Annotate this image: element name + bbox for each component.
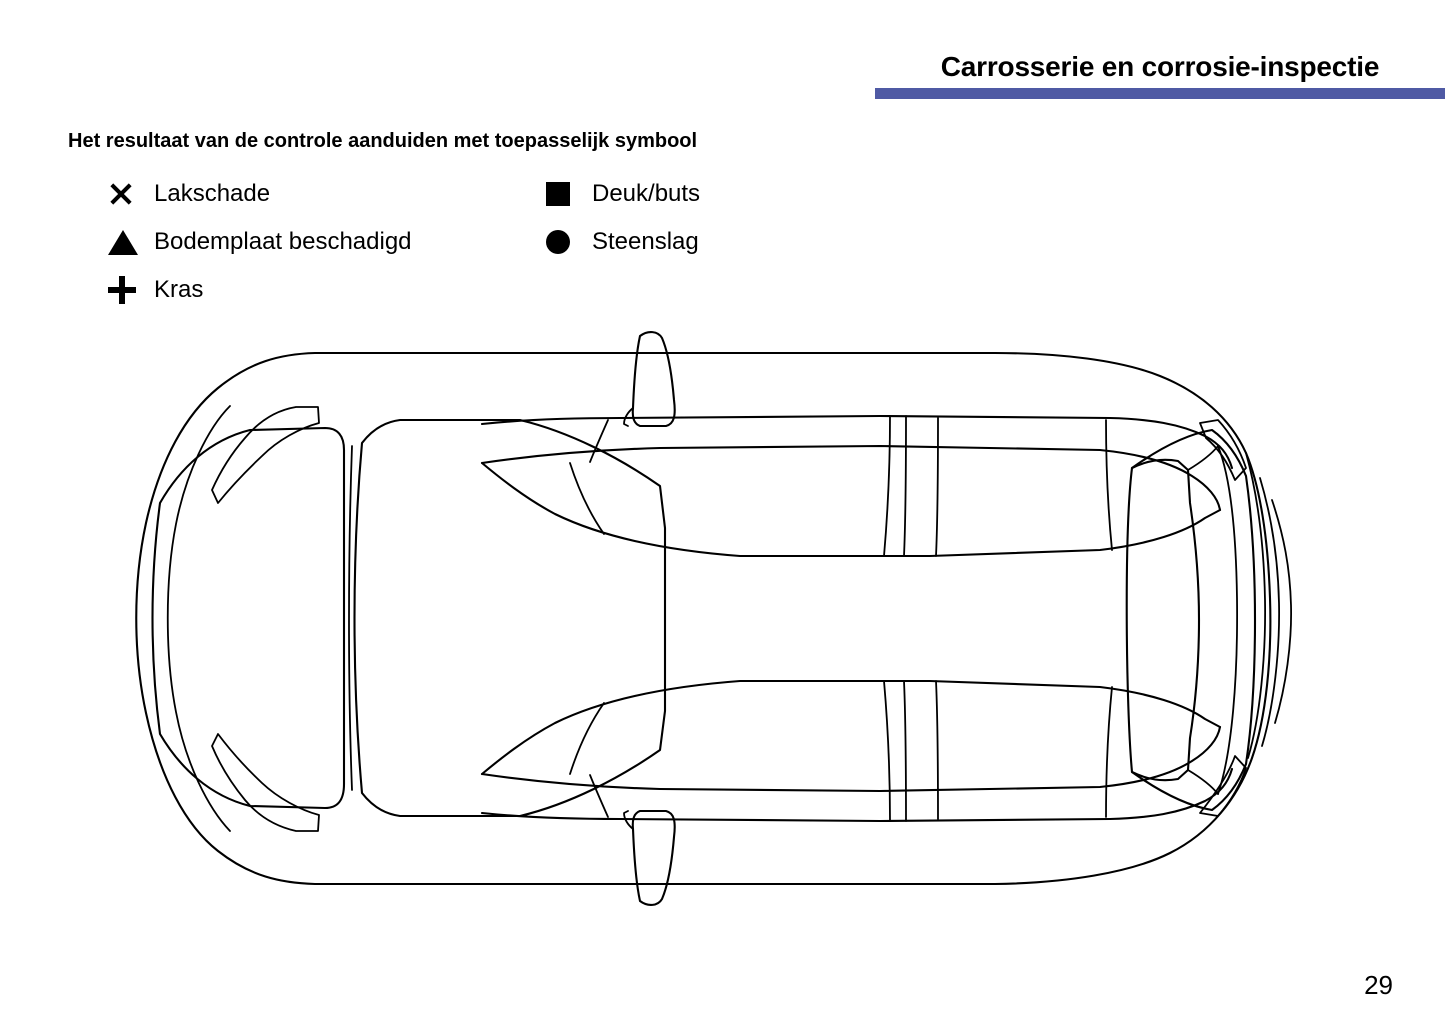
car-lower-b-pillar-seam-3 bbox=[935, 680, 939, 820]
legend-item-lakschade: Lakschade bbox=[108, 170, 270, 218]
car-lower-door-inner-contour bbox=[480, 679, 1222, 776]
car-upper-door-inner-contour bbox=[480, 461, 1222, 558]
car-lower-b-pillar-seam-2 bbox=[903, 680, 907, 822]
car-lower-b-pillar-seam-1 bbox=[883, 680, 891, 822]
car-right-mirror-base bbox=[623, 810, 634, 830]
filled-square-icon bbox=[546, 182, 592, 206]
car-upper-b-pillar-seam-1 bbox=[883, 415, 891, 557]
car-rear-bumper-line-3 bbox=[1271, 499, 1293, 724]
instruction-text: Het resultaat van de controle aanduiden … bbox=[68, 130, 698, 152]
filled-triangle-icon bbox=[108, 229, 154, 255]
car-upper-a-pillar-seam bbox=[569, 462, 605, 535]
car-front-bumper-crease bbox=[166, 405, 231, 832]
page-number: 29 bbox=[1364, 970, 1393, 1000]
car-hood-center-seam bbox=[348, 445, 353, 791]
car-lower-c-pillar-seam bbox=[1105, 686, 1113, 818]
car-lower-window-band-inner bbox=[480, 725, 1222, 793]
legend-item-kras: Kras bbox=[108, 266, 203, 314]
car-right-mirror bbox=[631, 809, 676, 906]
legend-label-bodemplaat-beschadigd: Bodemplaat beschadigd bbox=[154, 228, 412, 255]
car-rear-bumper-line-2 bbox=[1259, 477, 1281, 747]
plus-mark-icon bbox=[108, 276, 154, 304]
car-rear-right-fender bbox=[1199, 755, 1247, 817]
legend-item-steenslag: Steenslag bbox=[546, 218, 699, 266]
legend-item-bodemplaat-beschadigd: Bodemplaat beschadigd bbox=[108, 218, 412, 266]
car-rear-bumper-line-1 bbox=[1245, 452, 1267, 759]
car-left-mirror-base bbox=[623, 407, 634, 427]
car-top-view-diagram[interactable] bbox=[100, 328, 1335, 928]
legend-item-deuk-buts: Deuk/buts bbox=[546, 170, 700, 218]
car-upper-b-pillar-seam-3 bbox=[935, 417, 939, 557]
car-lower-a-pillar-seam bbox=[569, 702, 605, 775]
car-outline-svg bbox=[135, 331, 1293, 906]
car-body-outline bbox=[135, 351, 1272, 886]
car-rear-left-fender bbox=[1199, 419, 1247, 481]
car-upper-window-band-outer bbox=[480, 414, 1234, 470]
car-rear-light-bottom bbox=[1187, 769, 1219, 795]
car-trunk-panel bbox=[1130, 428, 1257, 812]
car-rear-light-top bbox=[1187, 445, 1219, 471]
car-front-left-fender bbox=[211, 406, 320, 504]
car-upper-front-door-seam bbox=[589, 419, 609, 463]
x-mark-icon bbox=[108, 181, 154, 207]
header-accent-rule bbox=[875, 88, 1445, 99]
legend-label-lakschade: Lakschade bbox=[154, 180, 271, 207]
car-upper-c-pillar-seam bbox=[1105, 419, 1113, 551]
car-left-mirror bbox=[631, 331, 676, 428]
legend-label-deuk-buts: Deuk/buts bbox=[592, 180, 701, 207]
car-upper-b-pillar-seam-2 bbox=[903, 415, 907, 557]
legend-label-steenslag: Steenslag bbox=[592, 228, 699, 255]
car-upper-window-band-inner bbox=[480, 444, 1222, 512]
car-hood-panel bbox=[151, 426, 346, 810]
car-rear-window-panel bbox=[1125, 458, 1201, 782]
car-lower-window-band-outer bbox=[480, 767, 1234, 823]
page-title: Carrosserie en corrosie-inspectie bbox=[940, 51, 1380, 82]
car-lower-front-door-seam bbox=[589, 774, 609, 818]
filled-circle-icon bbox=[546, 230, 592, 254]
car-trunk-inner-seam bbox=[1217, 445, 1239, 795]
car-front-right-fender bbox=[211, 733, 320, 832]
legend-label-kras: Kras bbox=[154, 276, 204, 303]
car-windshield-panel bbox=[353, 418, 667, 818]
